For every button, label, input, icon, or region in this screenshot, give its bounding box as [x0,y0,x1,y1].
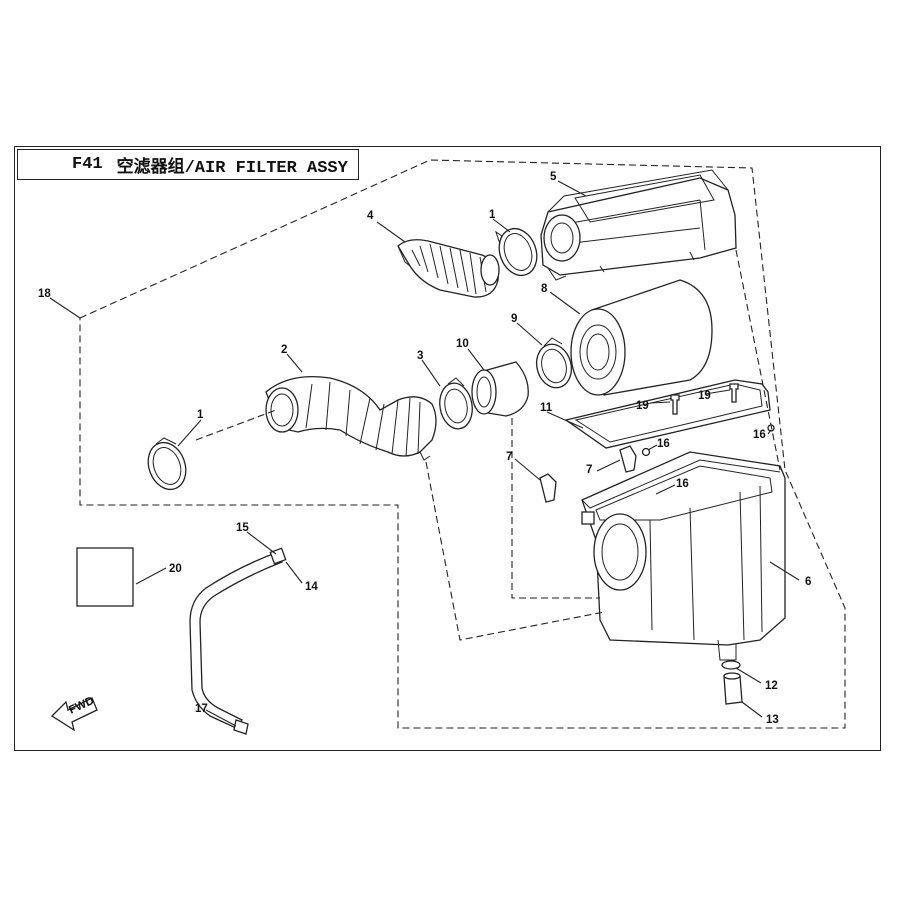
part-12-drain-clamp [721,660,741,670]
part-4-inlet-duct [397,239,500,298]
callout-17: 17 [195,703,208,715]
figure-title: 空滤器组/AIR FILTER ASSY [116,158,348,178]
callout-16-c: 16 [753,429,766,441]
part-20-label [76,547,134,607]
part-3-clamp [439,377,473,430]
part-14-breather-hose [189,551,283,729]
callout-10: 10 [456,338,469,350]
assembly-path-clip [511,418,600,599]
assembly-boundary-18 [79,159,846,729]
part-13-drain-cap [723,672,743,705]
callout-labels: 1 1 2 3 4 5 6 7 7 8 9 10 11 12 13 14 15 … [38,171,811,726]
callout-11: 11 [540,402,553,414]
callout-3: 3 [417,350,423,362]
callout-15: 15 [236,522,249,534]
assembly-path-duct [195,409,277,441]
callout-7-right: 7 [586,464,592,476]
part-11-gasket [564,379,771,449]
drawing-frame [14,146,881,751]
part-6-airbox-body [581,451,786,661]
callout-19-left: 19 [636,400,649,412]
part-1-clamp-upper [495,227,538,277]
callout-4: 4 [367,210,374,222]
callout-1-upper: 1 [489,209,496,221]
fwd-arrow-icon: FWD [50,695,98,732]
callout-18: 18 [38,288,51,300]
assembly-path-intake [425,461,605,641]
part-17-hose-end [233,719,249,735]
part-19-screws [670,383,739,415]
callout-14: 14 [305,581,318,593]
callout-2: 2 [281,344,287,356]
callout-6: 6 [805,576,811,588]
callout-13: 13 [766,714,779,726]
figure-code: F41 [72,155,103,174]
assembly-path-cover [735,249,781,471]
part-9-clamp [535,337,573,389]
title-block: F41 空滤器组/AIR FILTER ASSY [17,149,359,180]
callout-1-lower: 1 [197,409,204,421]
callout-20: 20 [169,563,182,575]
callout-8: 8 [541,283,548,295]
callout-16-b: 16 [676,478,689,490]
part-5-airbox-cover [540,169,737,281]
callout-19-right: 19 [698,390,711,402]
callout-16-a: 16 [657,438,670,450]
leader-lines [49,180,800,727]
part-8-filter-element [570,279,713,396]
part-1-clamp-lower [147,437,187,491]
part-2-outlet-duct [265,375,437,461]
callout-9: 9 [511,313,517,325]
callout-12: 12 [765,680,778,692]
callout-7-left: 7 [506,451,512,463]
part-7-clips [539,445,637,503]
callout-5: 5 [550,171,557,183]
part-10-coupler [471,361,529,417]
